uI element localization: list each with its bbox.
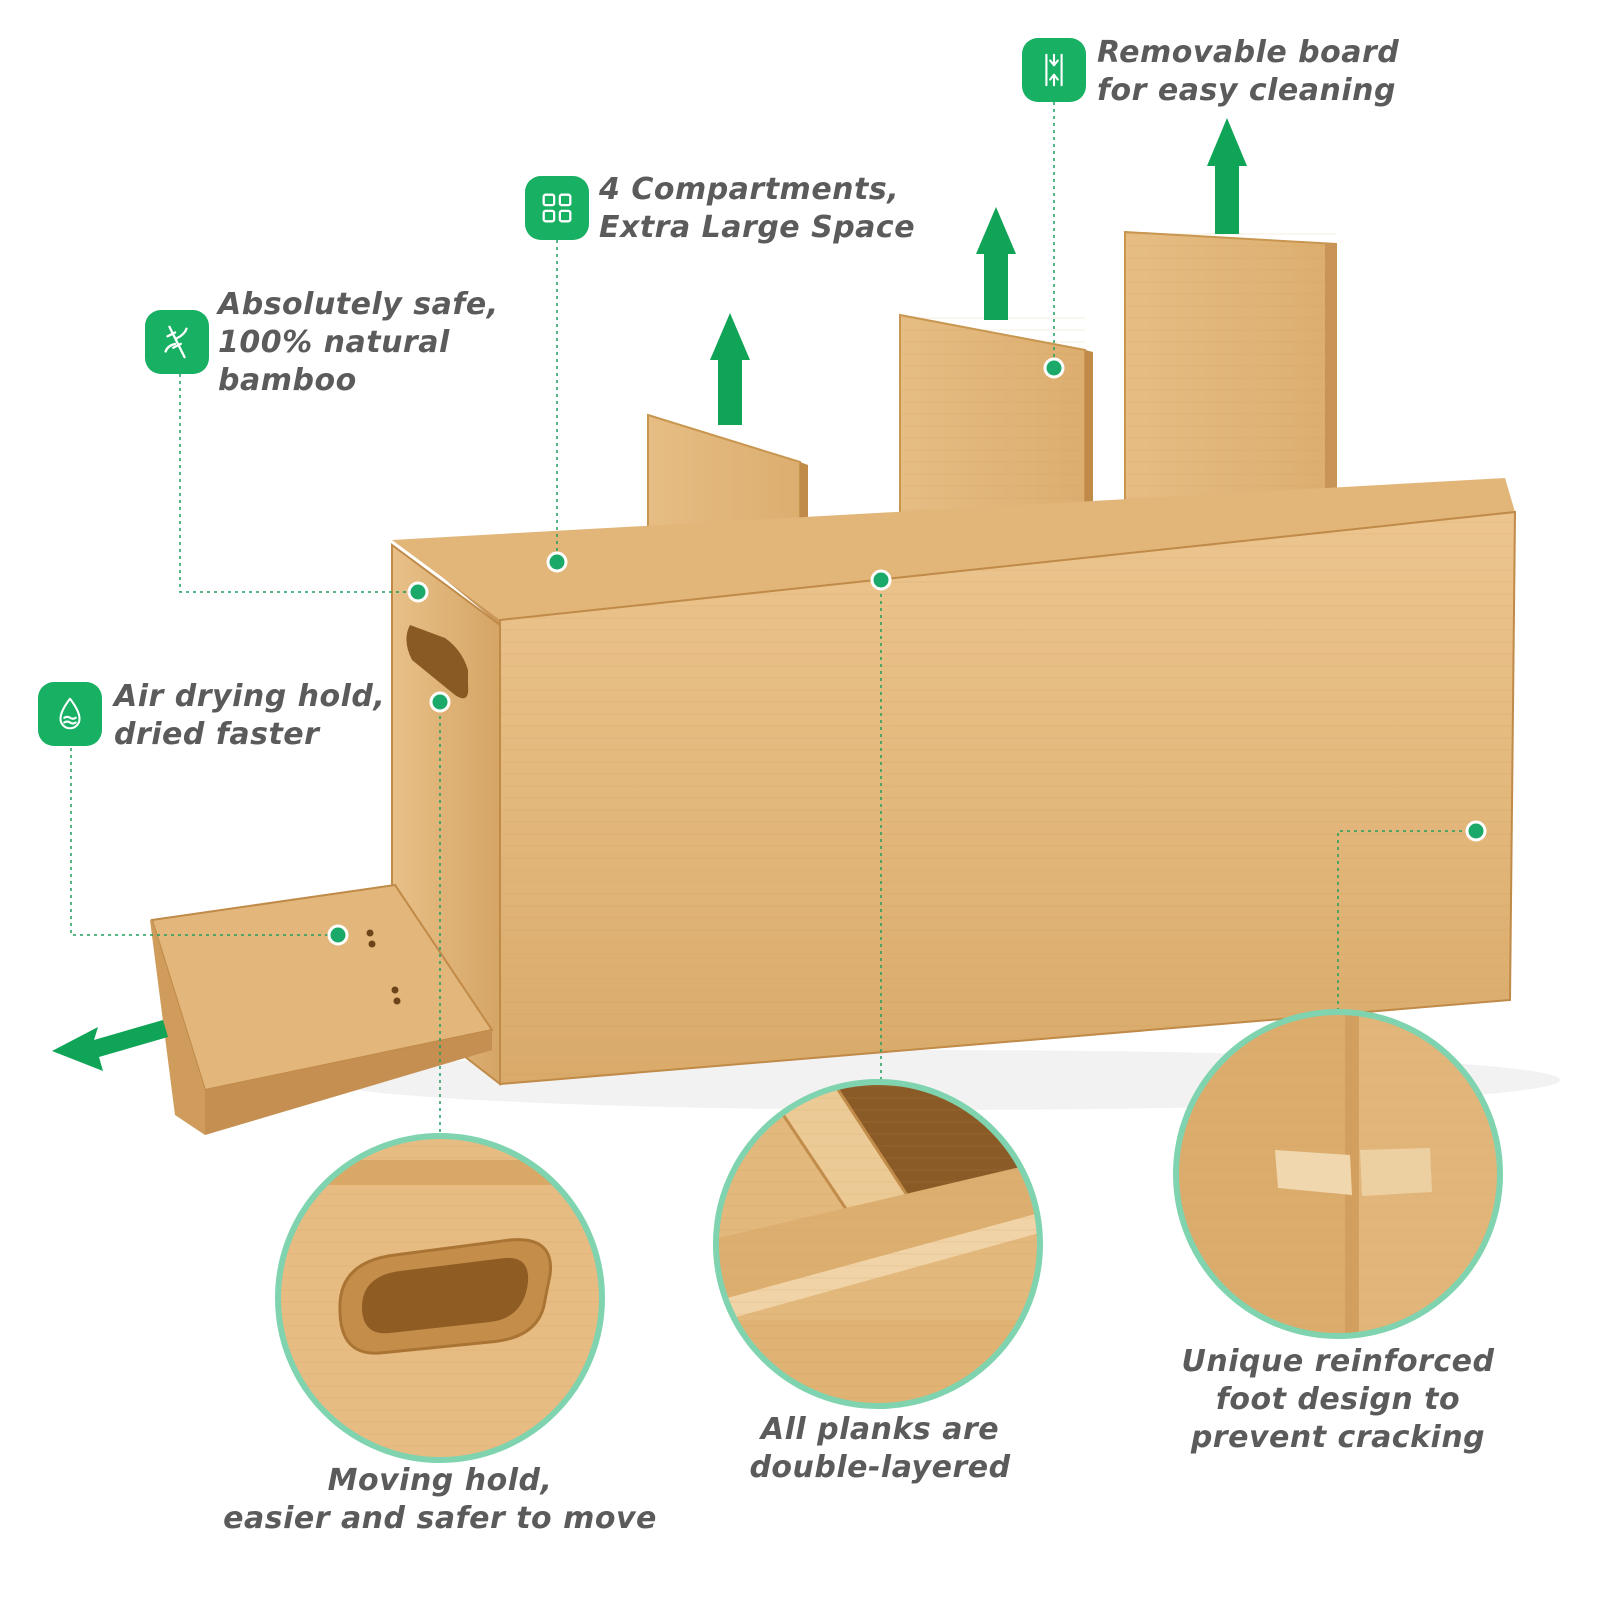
water-drop-icon — [38, 682, 102, 746]
detail-circle-planks — [713, 1079, 1043, 1409]
feature-air-drying-text: Air drying hold, dried faster — [114, 679, 386, 752]
grid-four-icon — [525, 176, 589, 240]
feature-compartments-text: 4 Compartments, Extra Large Space — [599, 172, 916, 245]
callout-foot-text: Unique reinforced foot design to prevent… — [1181, 1344, 1495, 1455]
swap-vertical-icon — [1022, 38, 1086, 102]
arrow-up-2 — [976, 207, 1016, 320]
arrow-up-1 — [710, 313, 750, 425]
detail-circle-foot — [1173, 1009, 1503, 1339]
bamboo-icon — [145, 310, 209, 374]
detail-circle-handle — [275, 1133, 605, 1463]
side-handle-cutout — [406, 625, 469, 699]
feature-removable-text: Removable board for easy cleaning — [1097, 35, 1400, 108]
feature-bamboo-text: Absolutely safe, 100% natural bamboo — [218, 287, 499, 398]
leader-lines — [70, 102, 1476, 1135]
arrow-up-3 — [1207, 118, 1247, 234]
callout-handle-text: Moving hold, easier and safer to move — [223, 1463, 657, 1536]
drying-tray-front — [150, 920, 205, 1135]
removable-board-3 — [1124, 230, 1337, 541]
box-top-rim — [392, 478, 1515, 620]
arrow-left — [52, 1020, 168, 1071]
callout-planks-text: All planks are double-layered — [749, 1412, 1011, 1485]
leader-dots — [327, 357, 1487, 946]
